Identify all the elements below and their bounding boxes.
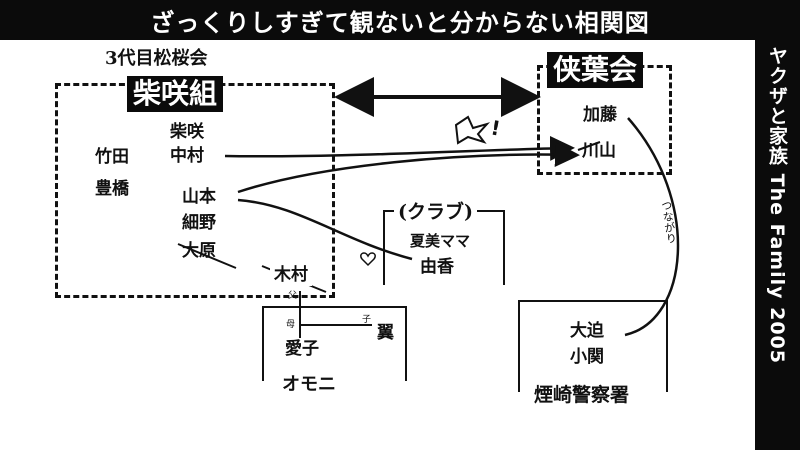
kawayama-strike [577, 141, 601, 151]
member-yuka: 由香 [420, 257, 454, 277]
member-ohara: 大原 [182, 241, 216, 261]
member-kawayama: 川山 [582, 141, 616, 161]
member-kato: 加藤 [583, 105, 617, 125]
member-aiko: 愛子 [285, 339, 319, 359]
relation-child: 子 [362, 315, 372, 325]
member-shibasaki: 柴咲 [170, 122, 204, 142]
member-yamamoto: 山本 [182, 187, 216, 207]
member-takeda: 竹田 [95, 147, 129, 167]
club-label: (クラブ) [394, 197, 477, 224]
kato-to-osako-line [624, 117, 680, 337]
omoni-label: オモニ [278, 370, 340, 396]
member-osako: 大迫 [570, 321, 604, 341]
member-kimura: 木村 [270, 264, 312, 286]
heart-mark [360, 252, 376, 267]
member-koseki: 小関 [570, 347, 604, 367]
side-caption: ヤクザと家族 The Family 2005 [766, 46, 788, 364]
ohara-strike [177, 243, 237, 269]
police-box [518, 300, 668, 392]
kyoyokai-label: 侠葉会 [547, 52, 644, 88]
member-hosono: 細野 [182, 213, 216, 233]
member-tsubasa: 翼 [377, 323, 394, 343]
member-natsumi-mama: 夏美ママ [410, 232, 471, 250]
member-toyohashi: 豊橋 [95, 179, 129, 199]
police-label: 煙崎警察署 [530, 380, 634, 407]
title-bar: ざっくりしすぎて観ないと分からない相関図 [0, 0, 800, 40]
relation-mother: 母 [286, 320, 296, 330]
page-title: ざっくりしすぎて観ないと分からない相関図 [150, 8, 650, 37]
yamamoto-to-yuka-line [237, 198, 413, 261]
clash-mark [454, 115, 491, 145]
yamamoto-to-kawayama-arrow [237, 141, 580, 194]
nakamura-to-kawayama-arrow [224, 135, 575, 161]
omoni-box [262, 306, 407, 381]
side-caption-bar: ヤクザと家族 The Family 2005 [755, 40, 800, 450]
shibasakigumi-label: 柴咲組 [127, 76, 224, 112]
parent-org-label: 3代目松桜会 [105, 48, 208, 69]
member-nakamura: 中村 [170, 146, 204, 166]
relation-father: 父 [288, 291, 298, 301]
